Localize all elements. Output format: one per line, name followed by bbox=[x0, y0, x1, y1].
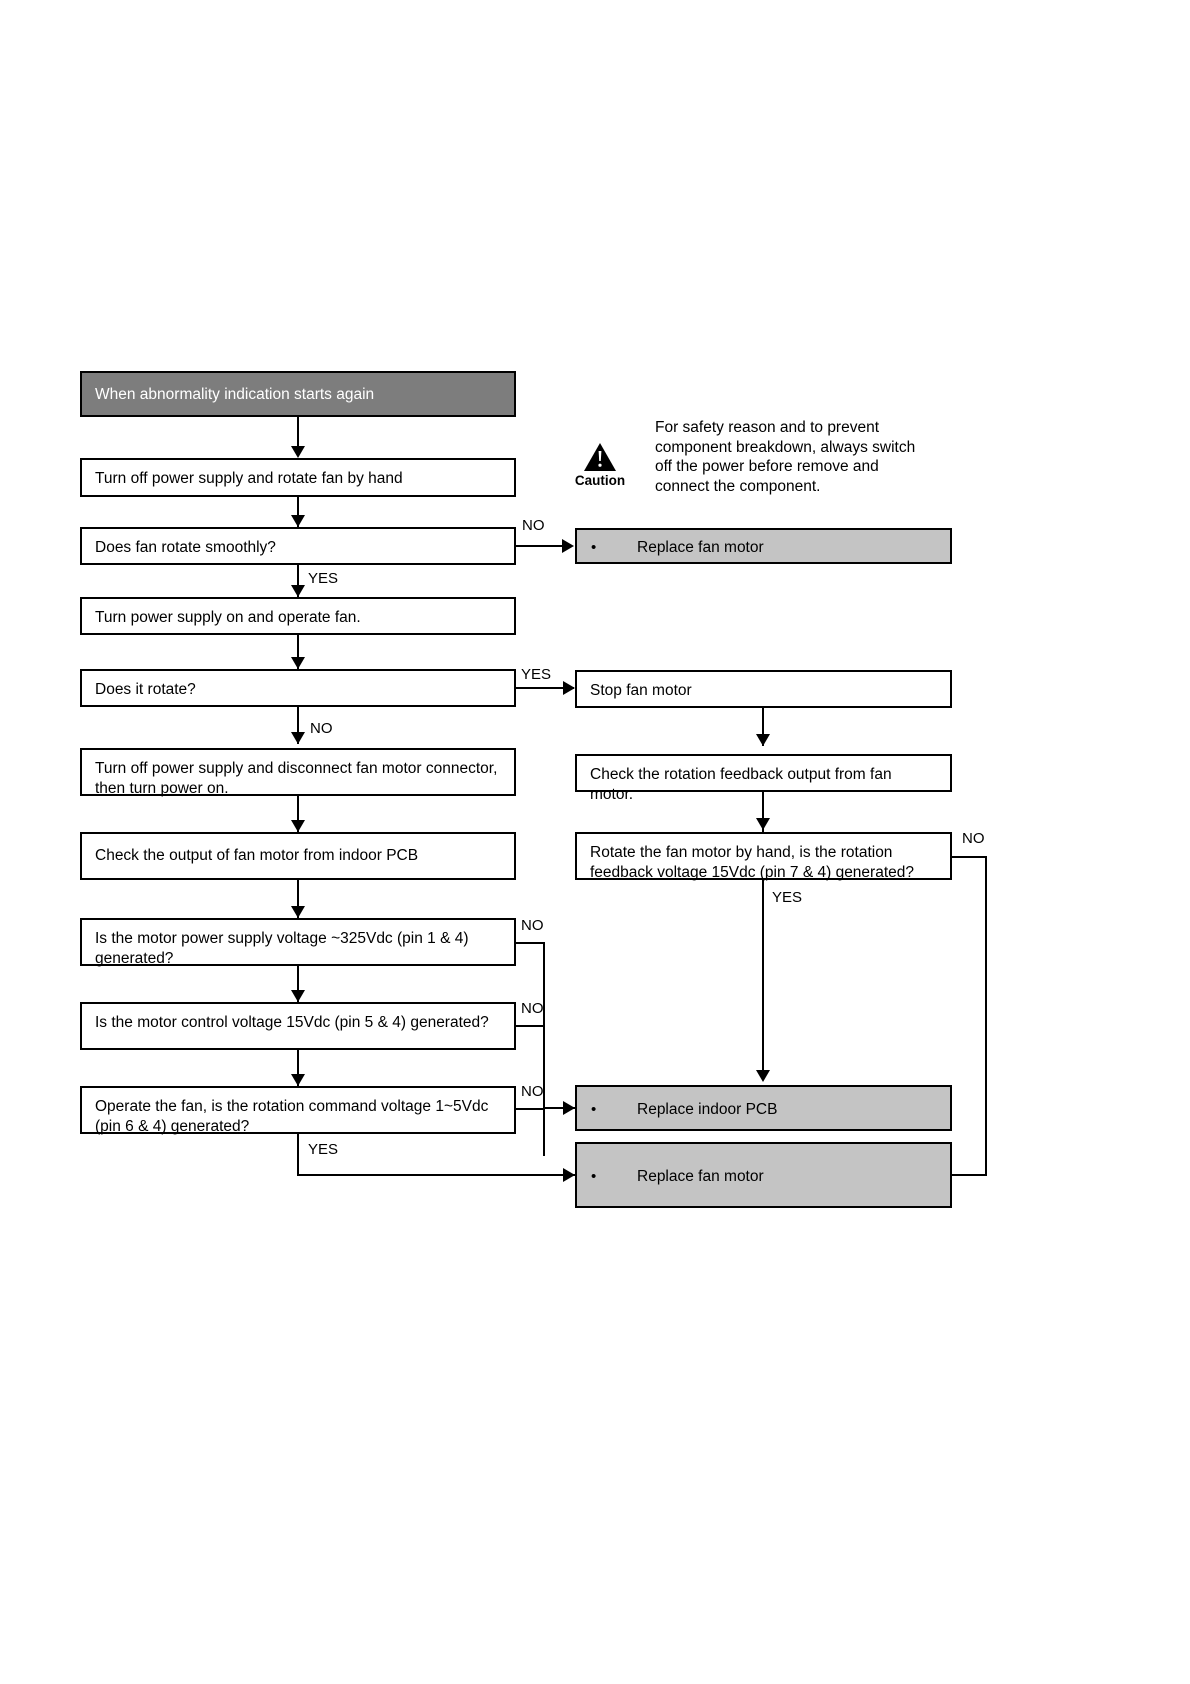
arrowhead-n1-to-n2 bbox=[291, 515, 305, 527]
action-replace-fan-motor-bottom: • Replace fan motor bbox=[575, 1142, 952, 1208]
caution-text: For safety reason and to prevent compone… bbox=[655, 419, 916, 495]
node-turn-off-power-rotate-fan: Turn off power supply and rotate fan by … bbox=[80, 458, 516, 497]
node-label: Stop fan motor bbox=[590, 682, 692, 699]
node-label: Is the motor power supply voltage ~325Vd… bbox=[95, 930, 469, 968]
arrowhead-n6-to-n7 bbox=[291, 906, 305, 918]
arrowhead-n7-to-n8 bbox=[291, 990, 305, 1002]
node-label: Does fan rotate smoothly? bbox=[95, 539, 276, 556]
node-disconnect-fan-motor-connector: Turn off power supply and disconnect fan… bbox=[80, 748, 516, 798]
node-stop-fan-motor: Stop fan motor bbox=[575, 670, 952, 708]
edge-label-n2-no: NO bbox=[522, 517, 545, 534]
arrowhead-n3-to-n4 bbox=[291, 657, 305, 669]
action-replace-fan-motor-top: • Replace fan motor bbox=[575, 528, 952, 564]
bullet-icon: • bbox=[591, 1101, 597, 1119]
caution-icon-group: Caution bbox=[545, 426, 655, 488]
connector-n2-no-horizontal bbox=[516, 545, 572, 547]
action-label: Replace fan motor bbox=[637, 1167, 764, 1185]
edge-label-n9-yes: YES bbox=[308, 1141, 339, 1158]
node-does-it-rotate: Does it rotate? bbox=[80, 669, 516, 707]
node-label: Check the rotation feedback output from … bbox=[590, 766, 892, 804]
warning-triangle-icon bbox=[583, 442, 617, 472]
node-rotation-command-voltage-check: Operate the fan, is the rotation command… bbox=[80, 1086, 516, 1136]
node-label: Turn power supply on and operate fan. bbox=[95, 609, 361, 626]
node-turn-power-on-operate-fan: Turn power supply on and operate fan. bbox=[80, 597, 516, 635]
edge-label-r3-yes: YES bbox=[772, 889, 803, 906]
connector-n7-no-horizontal bbox=[516, 942, 545, 944]
edge-label-n2-yes: YES bbox=[308, 570, 339, 587]
action-label: Replace fan motor bbox=[637, 538, 764, 556]
arrowhead-n4-to-n5 bbox=[291, 732, 305, 744]
connector-n9-yes-vertical bbox=[297, 1134, 299, 1175]
bullet-icon: • bbox=[591, 1168, 597, 1186]
edge-label-n9-no: NO bbox=[521, 1083, 544, 1100]
caution-block: Caution For safety reason and to prevent… bbox=[545, 418, 945, 496]
connector-n3-to-n4 bbox=[297, 635, 299, 669]
edge-label-r3-no: NO bbox=[962, 830, 985, 847]
connector-n4-to-n5 bbox=[297, 707, 299, 744]
connector-r3-no-rail bbox=[985, 856, 987, 1175]
node-check-rotation-feedback-output: Check the rotation feedback output from … bbox=[575, 754, 952, 803]
connector-n4-yes-horizontal bbox=[516, 687, 574, 689]
connector-n2-to-n3 bbox=[297, 565, 299, 597]
bullet-icon: • bbox=[591, 539, 597, 557]
connector-no-bus-to-a2 bbox=[543, 1107, 575, 1109]
edge-label-n7-no: NO bbox=[521, 917, 544, 934]
arrowhead-header-to-n1 bbox=[291, 446, 305, 458]
connector-n5-to-n6 bbox=[297, 796, 299, 832]
connector-r1-to-r2 bbox=[762, 708, 764, 746]
node-label: Turn off power supply and rotate fan by … bbox=[95, 470, 403, 487]
node-check-output-fan-motor-indoor-pcb: Check the output of fan motor from indoo… bbox=[80, 832, 516, 880]
arrowhead-n4-yes bbox=[563, 681, 575, 695]
node-label: Check the output of fan motor from indoo… bbox=[95, 847, 419, 864]
connector-n6-to-n7 bbox=[297, 880, 299, 918]
edge-label-n8-no: NO bbox=[521, 1000, 544, 1017]
arrowhead-r1-to-r2 bbox=[756, 734, 770, 746]
caution-label: Caution bbox=[574, 473, 626, 489]
edge-label-n4-no: NO bbox=[310, 720, 333, 737]
connector-n7-no-vertical bbox=[543, 942, 545, 1156]
flow-header-label: When abnormality indication starts again bbox=[95, 386, 375, 403]
connector-n9-no-horizontal bbox=[516, 1108, 545, 1110]
arrowhead-n9-yes-to-a3 bbox=[563, 1168, 575, 1182]
action-label: Replace indoor PCB bbox=[637, 1100, 778, 1118]
connector-n8-no-horizontal bbox=[516, 1025, 545, 1027]
arrowhead-n2-no bbox=[562, 539, 574, 553]
edge-label-n4-yes: YES bbox=[521, 666, 552, 683]
arrowhead-n8-to-n9 bbox=[291, 1074, 305, 1086]
connector-n7-to-n8 bbox=[297, 966, 299, 1002]
connector-header-to-n1 bbox=[297, 417, 299, 447]
node-label: Turn off power supply and disconnect fan… bbox=[95, 760, 498, 798]
connector-r3-no-into-a3 bbox=[952, 1174, 987, 1176]
arrowhead-n5-to-n6 bbox=[291, 820, 305, 832]
connector-n8-to-n9 bbox=[297, 1050, 299, 1086]
flow-header-banner: When abnormality indication starts again bbox=[80, 371, 516, 417]
node-label: Rotate the fan motor by hand, is the rot… bbox=[590, 844, 915, 882]
arrowhead-no-bus-to-a2 bbox=[563, 1101, 575, 1115]
node-label: Operate the fan, is the rotation command… bbox=[95, 1098, 489, 1136]
connector-r3-no-horizontal bbox=[952, 856, 987, 858]
action-replace-indoor-pcb: • Replace indoor PCB bbox=[575, 1085, 952, 1131]
arrowhead-r2-to-r3 bbox=[756, 818, 770, 830]
node-rotate-fan-motor-feedback-check: Rotate the fan motor by hand, is the rot… bbox=[575, 832, 952, 882]
connector-n9-yes-horizontal bbox=[297, 1174, 575, 1176]
node-does-fan-rotate-smoothly: Does fan rotate smoothly? bbox=[80, 527, 516, 565]
node-motor-power-supply-voltage-check: Is the motor power supply voltage ~325Vd… bbox=[80, 918, 516, 968]
connector-n1-to-n2 bbox=[297, 497, 299, 527]
arrowhead-n2-to-n3 bbox=[291, 585, 305, 597]
connector-r3-yes-vertical bbox=[762, 880, 764, 1080]
node-motor-control-voltage-check: Is the motor control voltage 15Vdc (pin … bbox=[80, 1002, 516, 1050]
node-label: Does it rotate? bbox=[95, 681, 196, 698]
node-label: Is the motor control voltage 15Vdc (pin … bbox=[95, 1014, 489, 1031]
connector-r2-to-r3 bbox=[762, 792, 764, 832]
arrowhead-r3-yes-to-a2 bbox=[756, 1070, 770, 1082]
